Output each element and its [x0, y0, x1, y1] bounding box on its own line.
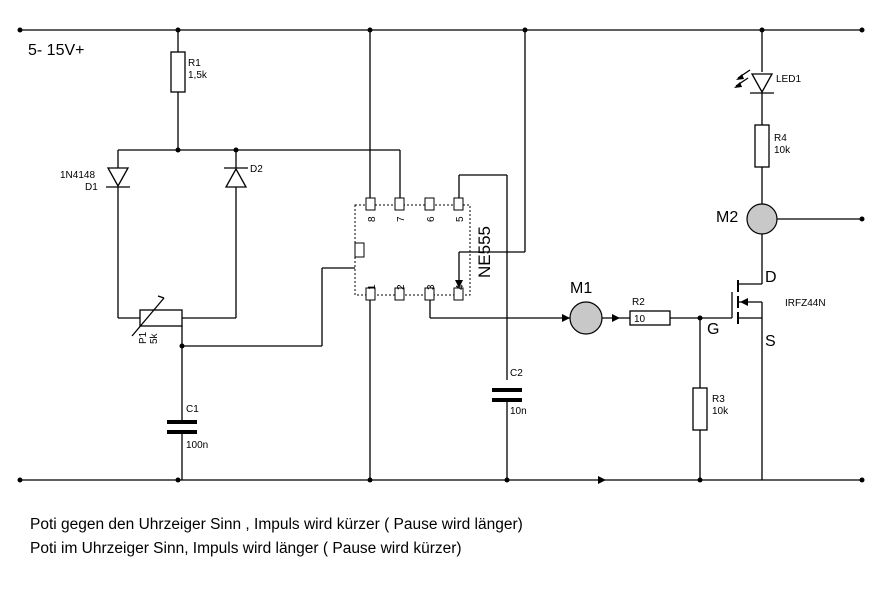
positive-supply-rail	[17, 27, 865, 33]
resistor-r4	[754, 124, 770, 206]
r3-name: R3	[712, 394, 725, 405]
ic-pin-4-label: 4	[455, 284, 466, 290]
ic-pin-1-label: 1	[367, 284, 378, 290]
mosfet-drain-label: D	[765, 269, 777, 286]
ic-pin-8-label: 8	[367, 216, 378, 222]
capacitor-c2	[492, 388, 522, 480]
resistor-r2	[629, 310, 732, 326]
m2-label: M2	[716, 209, 738, 226]
measurement-point-m1	[569, 301, 630, 335]
ic-pin-3-label: 3	[426, 284, 437, 290]
m1-label: M1	[570, 280, 592, 297]
d1-type: 1N4148	[60, 170, 95, 181]
r2-value: 10	[634, 314, 646, 325]
note-counterclockwise: Poti gegen den Uhrzeiger Sinn , Impuls w…	[30, 516, 523, 533]
ic-pin-7-label: 7	[396, 216, 407, 222]
led-led1	[734, 30, 774, 125]
p1-value: 5k	[149, 332, 160, 344]
supply-voltage-label: 5- 15V+	[28, 42, 84, 59]
note-clockwise: Poti im Uhrzeiger Sinn, Impuls wird läng…	[30, 540, 462, 557]
mosfet-gate-label: G	[707, 321, 719, 338]
resistor-r3	[692, 318, 708, 480]
r1-name: R1	[188, 58, 201, 69]
led1-label: LED1	[776, 74, 801, 85]
r4-value: 10k	[774, 145, 791, 156]
measurement-point-m2	[746, 203, 865, 235]
r1-value: 1,5k	[188, 70, 208, 81]
mosfet-source-label: S	[765, 333, 776, 350]
ic-pin-5-label: 5	[455, 216, 466, 222]
mosfet-irfz44n	[731, 232, 763, 480]
ic-pin-6-label: 6	[426, 216, 437, 222]
r2-name: R2	[632, 297, 645, 308]
ne555-ic	[354, 197, 471, 301]
ic-wiring	[369, 30, 570, 480]
r3-value: 10k	[712, 406, 729, 417]
r4-name: R4	[774, 133, 787, 144]
p1-name: P1	[138, 331, 149, 344]
diode-network	[106, 147, 401, 318]
capacitor-c1	[167, 346, 197, 480]
mosfet-type-label: IRFZ44N	[785, 298, 826, 309]
d1-name: D1	[85, 182, 98, 193]
c1-value: 100n	[186, 440, 208, 451]
d2-name: D2	[250, 164, 263, 175]
c2-name: C2	[510, 368, 523, 379]
ic-pin-2-label: 2	[396, 284, 407, 290]
c1-name: C1	[186, 404, 199, 415]
ground-rail	[17, 476, 865, 484]
resistor-r1	[170, 30, 186, 150]
c2-value: 10n	[510, 406, 527, 417]
